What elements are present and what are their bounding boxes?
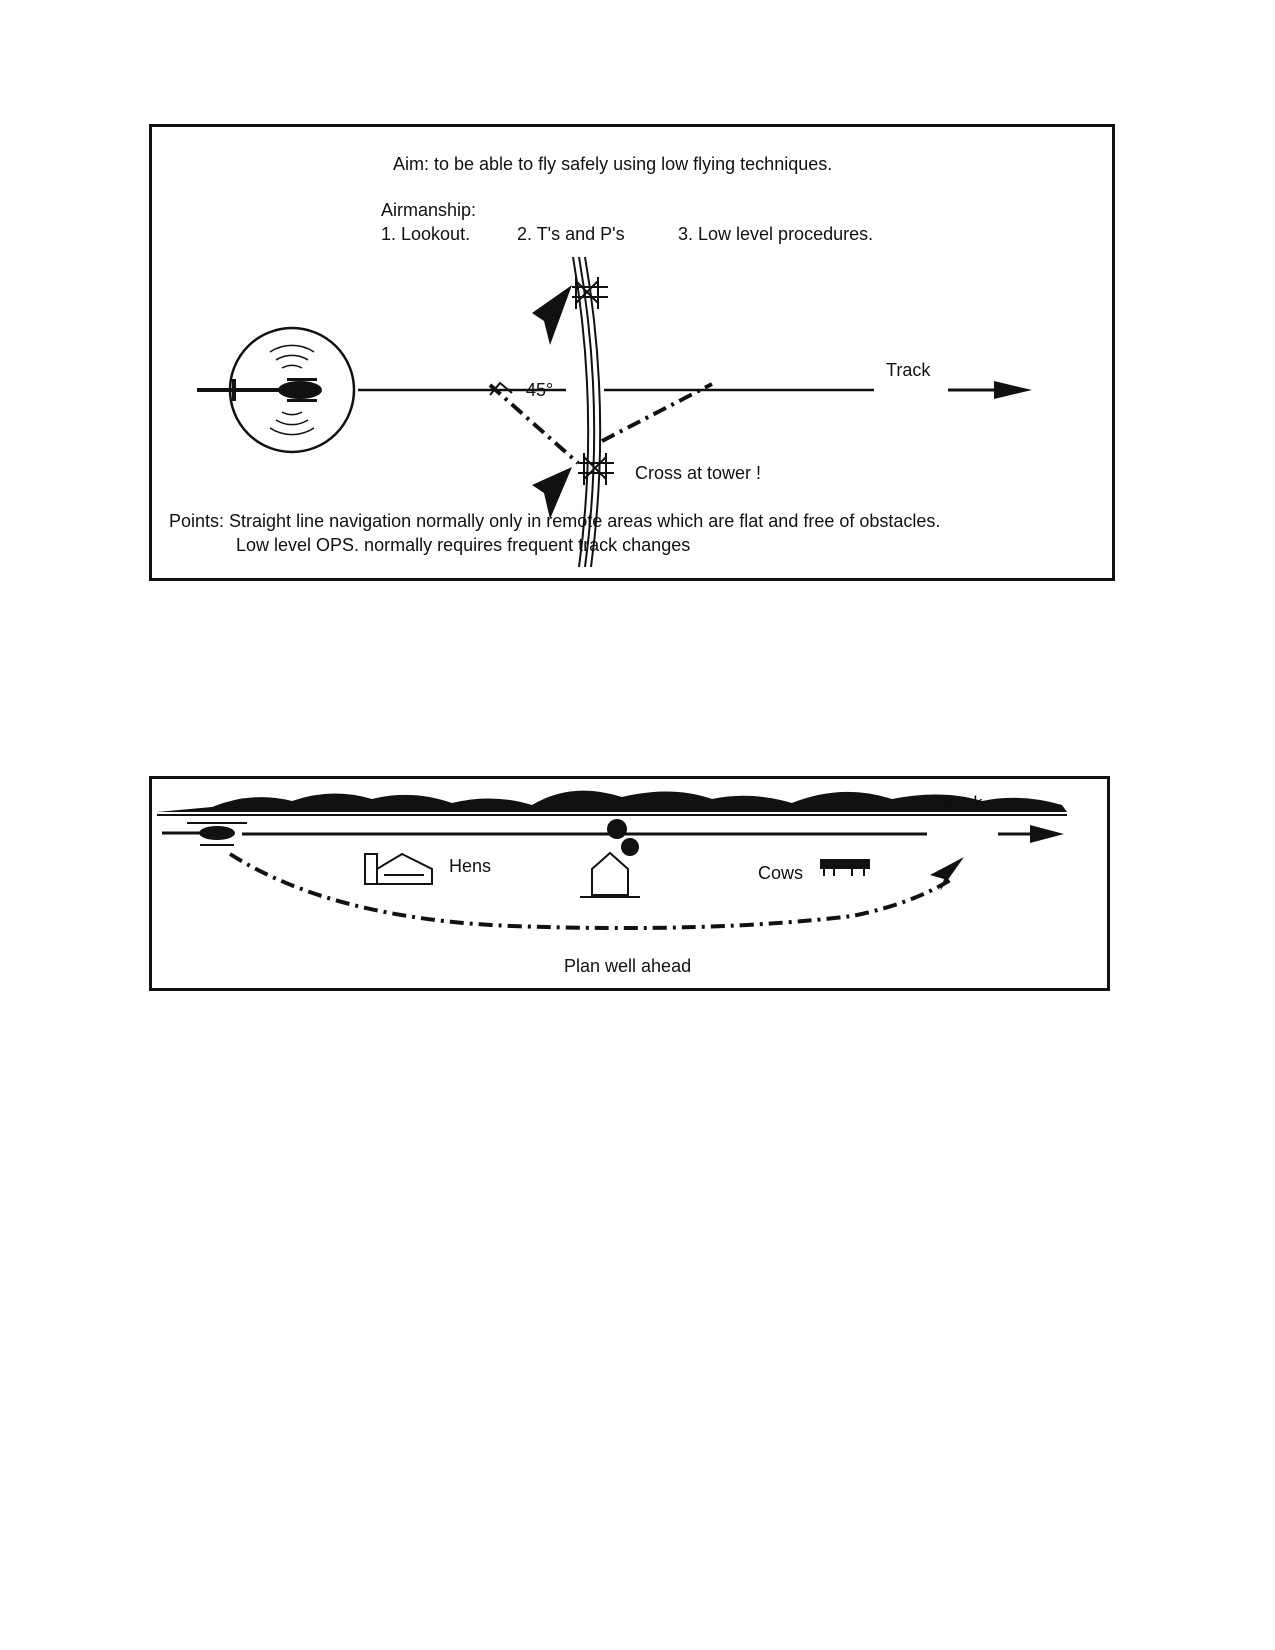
cross-at-tower-label: Cross at tower ! [635, 463, 762, 483]
upper-direction-arrow-icon [532, 285, 572, 345]
cows-label: Cows [758, 863, 804, 883]
plan-well-ahead-panel: Track Hens Cows Plan well ahead [149, 776, 1110, 991]
track-label: Track [886, 360, 931, 380]
low-flying-diagram [197, 256, 1032, 568]
airmanship-item-lookout: 1. Lookout. [381, 224, 471, 244]
airmanship-item-low-level-procedures: 3. Low level procedures. [678, 224, 874, 244]
right-angle-marker-icon [489, 381, 513, 396]
low-flying-technique-panel: Aim: to be able to fly safely using low … [149, 124, 1115, 581]
angle-label: 45° [526, 380, 554, 400]
upper-tower-icon [572, 275, 608, 309]
plan-ahead-diagram [157, 790, 1067, 931]
lower-direction-arrow-icon [532, 467, 572, 519]
points-text-line1: Points: Straight line navigation normall… [169, 511, 941, 531]
helicopter-icon [197, 378, 322, 402]
planned-route-arrowhead-icon [930, 857, 964, 891]
cows-icon [820, 859, 870, 876]
plan-well-ahead-caption: Plan well ahead [564, 956, 692, 976]
lower-tower-icon [578, 453, 614, 485]
farmhouse-icon [580, 819, 640, 898]
points-text-line2: Low level OPS. normally requires frequen… [236, 535, 691, 555]
horizon-landscape-icon [157, 790, 1067, 816]
track-label: Track [938, 793, 983, 813]
airmanship-item-ts-and-ps: 2. T's and P's [517, 224, 625, 244]
barn-icon [364, 852, 433, 885]
hens-label: Hens [449, 856, 492, 876]
departure-leg-line [601, 382, 713, 443]
planned-route-line [228, 852, 954, 931]
track-arrowhead-icon [1030, 825, 1064, 843]
approach-leg-line [488, 383, 580, 465]
track-arrowhead-icon [994, 381, 1032, 399]
helicopter-icon [162, 822, 247, 846]
aim-text: Aim: to be able to fly safely using low … [393, 154, 833, 174]
airmanship-heading: Airmanship: [381, 200, 477, 220]
